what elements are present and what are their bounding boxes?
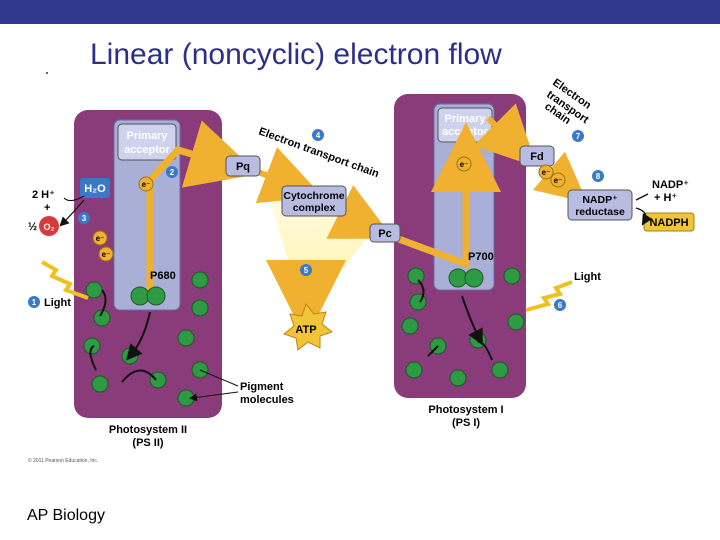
atp-label: ATP (295, 324, 316, 336)
light-label-ps1: Light (574, 271, 601, 283)
p680-pigment-b (146, 286, 166, 306)
electron-path-cyt (326, 185, 394, 239)
electron-label-4: e⁻ (460, 160, 469, 169)
p700-pigment-b (464, 268, 484, 288)
p700-label: P700 (468, 251, 494, 263)
step-8: 8 (596, 172, 601, 181)
ps1-label-1: Photosystem I (428, 404, 503, 416)
electron-ps2-top (138, 176, 154, 192)
pigment-pointer-lines (192, 369, 239, 398)
ps2-primary-acceptor (117, 123, 177, 161)
electron-path-pc (394, 122, 501, 270)
ps1-label-2: (PS I) (452, 417, 480, 429)
pq-label: Pq (236, 161, 250, 173)
electron-label-5: e⁻ (542, 168, 551, 177)
nadp-plus-label-1: NADP⁺ (652, 179, 689, 191)
nadp-reductase-box (567, 189, 633, 221)
step-7: 7 (576, 132, 581, 141)
step-4: 4 (316, 131, 321, 140)
fd-box (519, 145, 555, 167)
electron-label-3: e⁻ (102, 250, 111, 259)
nadph-label: NADPH (649, 217, 688, 229)
atp-star (282, 302, 334, 351)
electron-ps2-b (98, 246, 114, 262)
light-bolt-ps1 (525, 280, 573, 312)
o2-circle (39, 216, 59, 236)
cytochrome-box (281, 185, 347, 217)
water-split-arrow (62, 195, 85, 224)
nadp-arrow (636, 193, 648, 222)
step-6: 6 (558, 301, 563, 310)
h2o-label: H₂O (84, 183, 106, 195)
h2o-box (80, 178, 110, 198)
pq-box (225, 155, 261, 177)
step-3: 3 (82, 214, 87, 223)
light-bolt-ps2 (41, 260, 89, 300)
copyright-credit: © 2011 Pearson Education, Inc. (28, 457, 98, 464)
cytochrome-label-2: complex (293, 202, 336, 214)
pigment-label-1: Pigment (240, 381, 284, 393)
ps2-energy-arrows (89, 289, 157, 383)
ps2-acceptor-label-1: Primary (127, 130, 169, 142)
electron-path-pq (255, 147, 323, 204)
p680-label: P680 (150, 270, 176, 282)
ps1-acceptor-label-1: Primary (445, 113, 487, 125)
pc-box (369, 223, 401, 243)
footer-label: AP Biology (27, 507, 105, 524)
electron-path-ps2 (146, 120, 259, 296)
ps1-energy-arrows (417, 279, 493, 361)
p700-pigment-a (448, 268, 468, 288)
slide-title: Linear (noncyclic) electron flow (90, 38, 502, 71)
step-2: 2 (170, 168, 175, 177)
electron-ps2-a (92, 230, 108, 246)
ps1-pigment-molecules (401, 267, 525, 387)
light-label-ps2: Light (44, 297, 71, 309)
nadp-reductase-label-1: NADP⁺ (582, 194, 617, 206)
cytochrome-label-1: Cytochrome (283, 190, 344, 202)
step-1: 1 (32, 298, 37, 307)
top-bar (0, 0, 720, 24)
o2-label: O₂ (44, 222, 55, 232)
bullet-dot (46, 72, 48, 74)
electron-label-6: e⁻ (554, 176, 563, 185)
p680-pigment-a (130, 286, 150, 306)
half-label: ½ (28, 221, 37, 233)
electron-fd-b (550, 172, 566, 188)
ps2-label-1: Photosystem II (109, 424, 187, 436)
nadp-plus-label-2: + H⁺ (654, 192, 677, 204)
ps1-acceptor-label-2: acceptor (442, 126, 489, 138)
two-h-label: 2 H⁺ (32, 189, 55, 201)
electron-path-fd (473, 103, 537, 167)
pigment-label-2: molecules (240, 394, 294, 406)
electron-label-2: e⁻ (96, 234, 105, 243)
pc-label: Pc (378, 228, 391, 240)
fd-label: Fd (530, 151, 543, 163)
ps2-label-2: (PS II) (132, 437, 164, 449)
nadp-reductase-label-2: reductase (575, 206, 625, 218)
plus-label: + (44, 202, 50, 214)
ps2-acceptor-label-2: acceptor (124, 144, 171, 156)
electron-label-1: e⁻ (142, 180, 151, 189)
step-badges: 1 2 3 4 5 6 7 8 (28, 129, 604, 311)
electron-ps1-top (456, 156, 472, 172)
electron-fd-a (538, 164, 554, 180)
step-5: 5 (304, 266, 309, 275)
